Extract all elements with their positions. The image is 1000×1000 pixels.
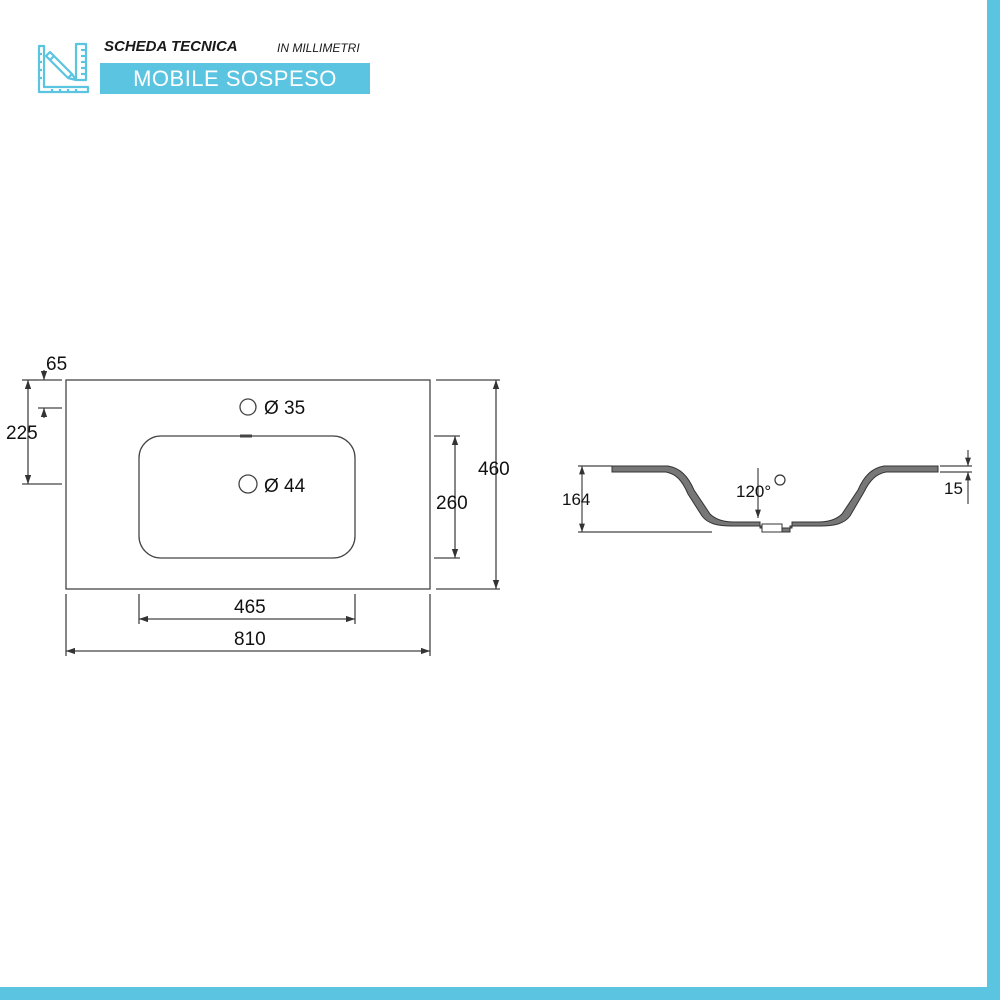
dim-260-label: 260 — [436, 493, 468, 514]
header-title: SCHEDA TECNICA — [104, 38, 238, 55]
side-view — [578, 450, 972, 533]
header-banner: MOBILE SOSPESO — [100, 63, 370, 94]
frame-border-right — [987, 0, 1000, 1000]
dim-225-label: 225 — [6, 423, 38, 444]
header-subtitle: IN MILLIMETRI — [277, 41, 360, 55]
bowl-outline — [138, 435, 356, 559]
dim-810-label: 810 — [234, 629, 266, 650]
dim-164-label: 164 — [562, 490, 590, 509]
tap-hole-circle — [239, 398, 257, 416]
drain-fitting — [761, 523, 783, 533]
frame-border-bottom — [0, 987, 1000, 1000]
ruler-pencil-icon — [37, 42, 90, 94]
drain-hole-label: Ø 44 — [264, 476, 306, 497]
dim-65-label: 65 — [46, 354, 67, 375]
dim-120-label: 120° — [736, 482, 771, 501]
dim-15-label: 15 — [944, 479, 963, 498]
section-profile — [611, 465, 939, 533]
basin-outline — [65, 379, 431, 590]
top-view — [22, 370, 500, 656]
dim-460-label: 460 — [478, 459, 510, 480]
dim-465-label: 465 — [234, 597, 266, 618]
drain-hole-circle — [238, 474, 258, 494]
side-tap-hole — [774, 474, 786, 486]
tap-hole-label: Ø 35 — [264, 398, 305, 419]
